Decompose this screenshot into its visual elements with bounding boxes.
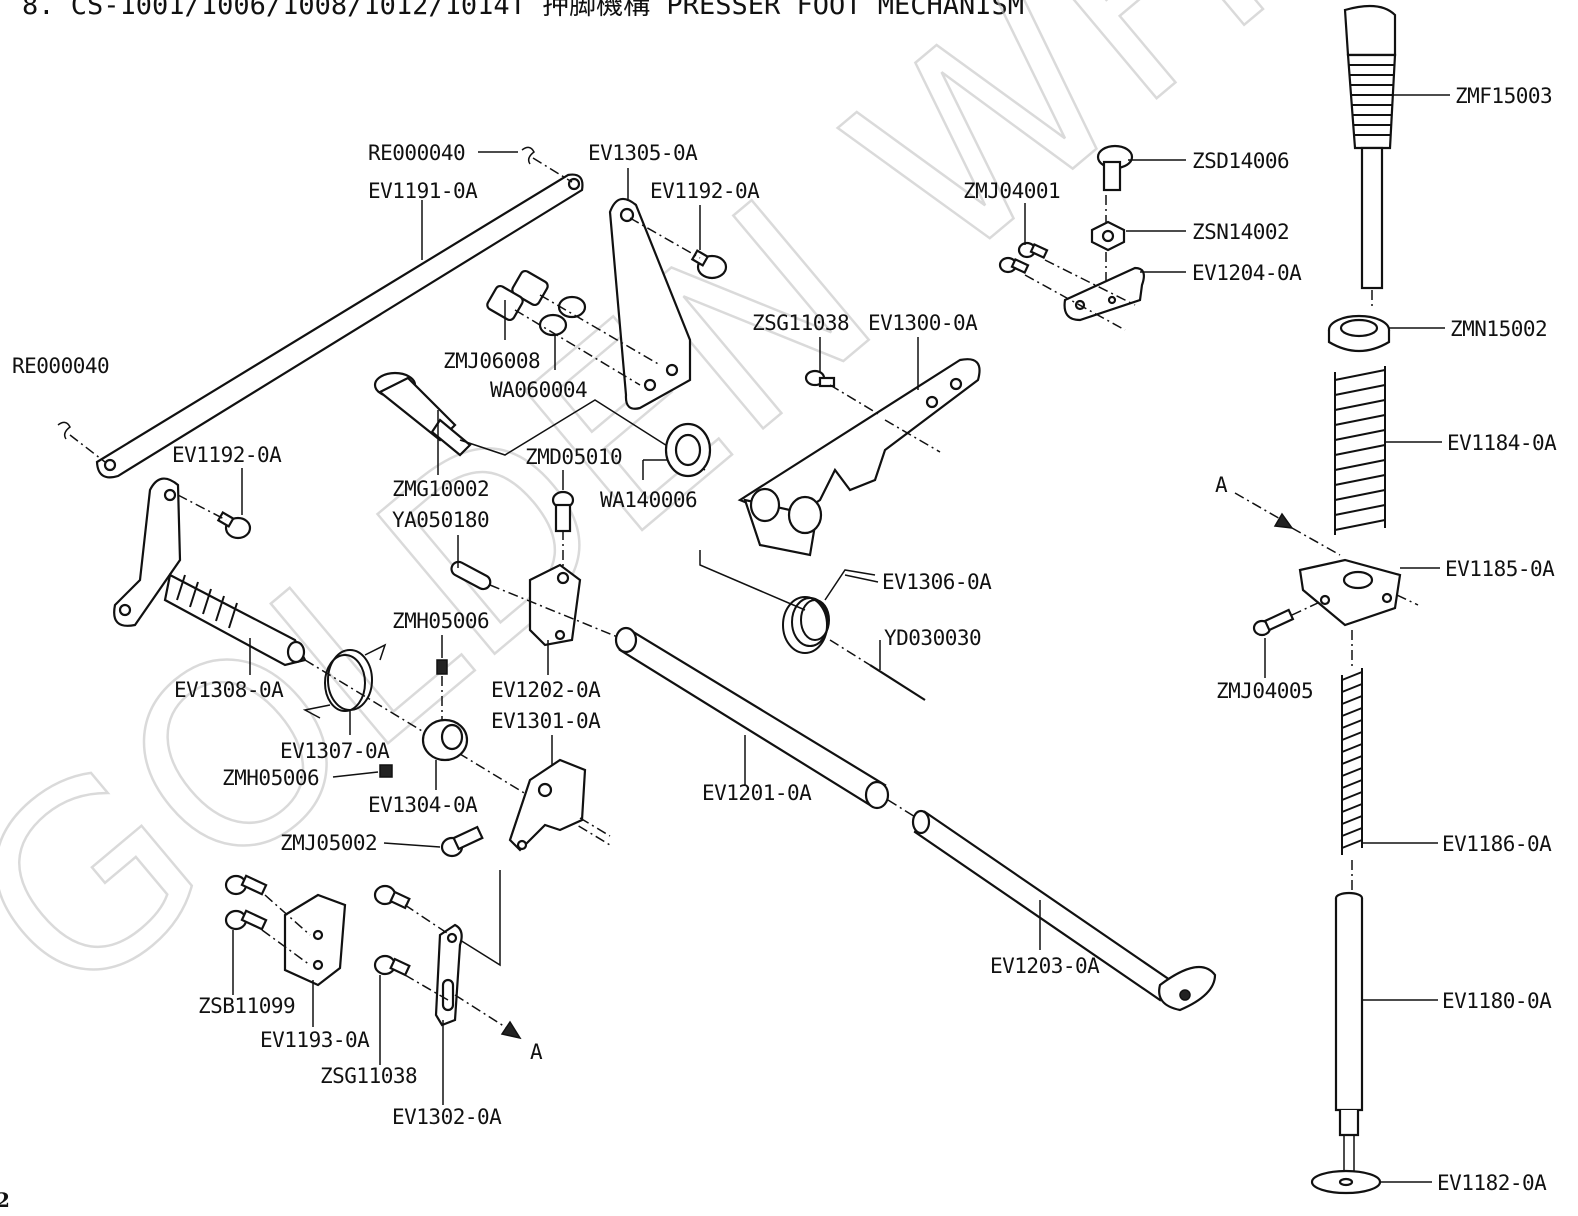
label-ev1305: EV1305-0A — [588, 141, 698, 165]
part-ev1192-pin-lower — [216, 511, 252, 540]
part-ev1302-link — [434, 923, 463, 1027]
label-zmh05006-top: ZMH05006 — [392, 609, 489, 633]
part-ev1203-shaft — [911, 809, 1217, 1012]
label-zsb11099: ZSB11099 — [198, 994, 295, 1018]
label-wa060004: WA060004 — [490, 378, 587, 402]
label-arrow-a-right: A — [1215, 473, 1228, 497]
label-ev1201: EV1201-0A — [702, 781, 812, 805]
label-re000040-left: RE000040 — [12, 354, 109, 378]
part-ev1180-bar — [1334, 891, 1364, 1175]
part-re000040-ring-top — [521, 146, 535, 165]
label-ev1191: EV1191-0A — [368, 179, 478, 203]
label-zsd14006: ZSD14006 — [1192, 149, 1289, 173]
part-ev1305-bracket — [608, 197, 692, 410]
part-ev1202-block — [528, 563, 582, 647]
label-ev1306: EV1306-0A — [882, 570, 992, 594]
part-zmd05010-screw — [551, 490, 575, 533]
part-ya050180-pin — [450, 560, 492, 591]
label-ev1302: EV1302-0A — [392, 1105, 502, 1129]
part-ev1304-collar — [421, 718, 469, 762]
label-ev1192-top: EV1192-0A — [650, 179, 760, 203]
part-zmg10002-shaft — [373, 371, 472, 457]
label-ev1203: EV1203-0A — [990, 954, 1100, 978]
page-number: 2 — [0, 1188, 10, 1212]
label-yd030030: YD030030 — [884, 626, 981, 650]
label-ev1202: EV1202-0A — [491, 678, 601, 702]
part-ev1185-bracket — [1298, 558, 1402, 627]
label-zmd05010: ZMD05010 — [525, 445, 622, 469]
label-zsg11038-top: ZSG11038 — [752, 311, 849, 335]
label-zmj04001: ZMJ04001 — [963, 179, 1060, 203]
part-labels: RE000040 EV1191-0A EV1305-0A EV1192-0A R… — [12, 84, 1558, 1195]
label-ev1192-lower: EV1192-0A — [172, 443, 282, 467]
label-ev1186: EV1186-0A — [1442, 832, 1552, 856]
label-ev1308: EV1308-0A — [174, 678, 284, 702]
label-zmf15003: ZMF15003 — [1455, 84, 1552, 108]
part-zmf15003-screw — [1343, 4, 1397, 290]
label-wa140006: WA140006 — [600, 488, 697, 512]
label-ev1185: EV1185-0A — [1445, 557, 1555, 581]
part-zsd14006-bolt — [1096, 144, 1134, 192]
part-ev1184-spring — [1334, 366, 1386, 535]
part-zmh05006-setscrew-top — [436, 659, 448, 675]
label-zmj06008: ZMJ06008 — [443, 349, 540, 373]
part-zsb11099-screws — [224, 874, 268, 931]
part-ev1201-tube — [614, 626, 890, 810]
label-zmg10002: ZMG10002 — [392, 477, 489, 501]
part-re000040-ring-left — [57, 421, 71, 440]
arrow-a-right — [1234, 492, 1341, 556]
part-ev1193-block — [283, 893, 347, 987]
arrow-a-bottom — [454, 994, 522, 1040]
part-zsg11038-screw-top — [804, 369, 836, 388]
label-ev1307: EV1307-0A — [280, 739, 390, 763]
part-zmn15002-nut — [1327, 314, 1391, 352]
part-zmj04005-screw — [1252, 608, 1295, 637]
label-ev1193: EV1193-0A — [260, 1028, 370, 1052]
label-zsn14002: ZSN14002 — [1192, 220, 1289, 244]
label-ev1204: EV1204-0A — [1192, 261, 1302, 285]
label-arrow-a-bottom: A — [530, 1040, 543, 1064]
part-zmj04001-screws — [998, 241, 1049, 275]
part-ev1300-arm — [737, 358, 981, 557]
label-ev1304: EV1304-0A — [368, 793, 478, 817]
label-ev1180: EV1180-0A — [1442, 989, 1552, 1013]
label-zmj05002: ZMJ05002 — [280, 831, 377, 855]
label-zmh05006-lower: ZMH05006 — [222, 766, 319, 790]
part-yd030030-pin — [869, 664, 926, 701]
label-re000040-top: RE000040 — [368, 141, 465, 165]
part-ev1308-lever — [113, 477, 307, 667]
part-ev1182-disc — [1310, 1169, 1382, 1195]
leader-lines — [232, 94, 1450, 1183]
part-zsg11038-screws-lower — [373, 884, 411, 977]
part-ev1186-spring — [1341, 668, 1363, 855]
label-zmn15002: ZMN15002 — [1450, 317, 1547, 341]
label-ev1184: EV1184-0A — [1447, 431, 1557, 455]
part-zmh05006-setscrew-lower — [379, 764, 393, 778]
diagram-title: 8. CS-1001/1006/1008/1012/1014T 押脚機構 PRE… — [22, 0, 1024, 21]
label-ev1182: EV1182-0A — [1437, 1171, 1547, 1195]
part-zsn14002-nut — [1090, 220, 1126, 252]
label-zmj04005: ZMJ04005 — [1216, 679, 1313, 703]
part-zmj05002-screw — [440, 825, 484, 858]
label-zsg11038-lower: ZSG11038 — [320, 1064, 417, 1088]
part-ev1301-lever — [508, 758, 587, 852]
label-ya050180: YA050180 — [392, 508, 489, 532]
part-ev1306-spring — [782, 569, 876, 654]
part-ev1191-link — [95, 173, 584, 479]
label-ev1300: EV1300-0A — [868, 311, 978, 335]
label-ev1301: EV1301-0A — [491, 709, 601, 733]
